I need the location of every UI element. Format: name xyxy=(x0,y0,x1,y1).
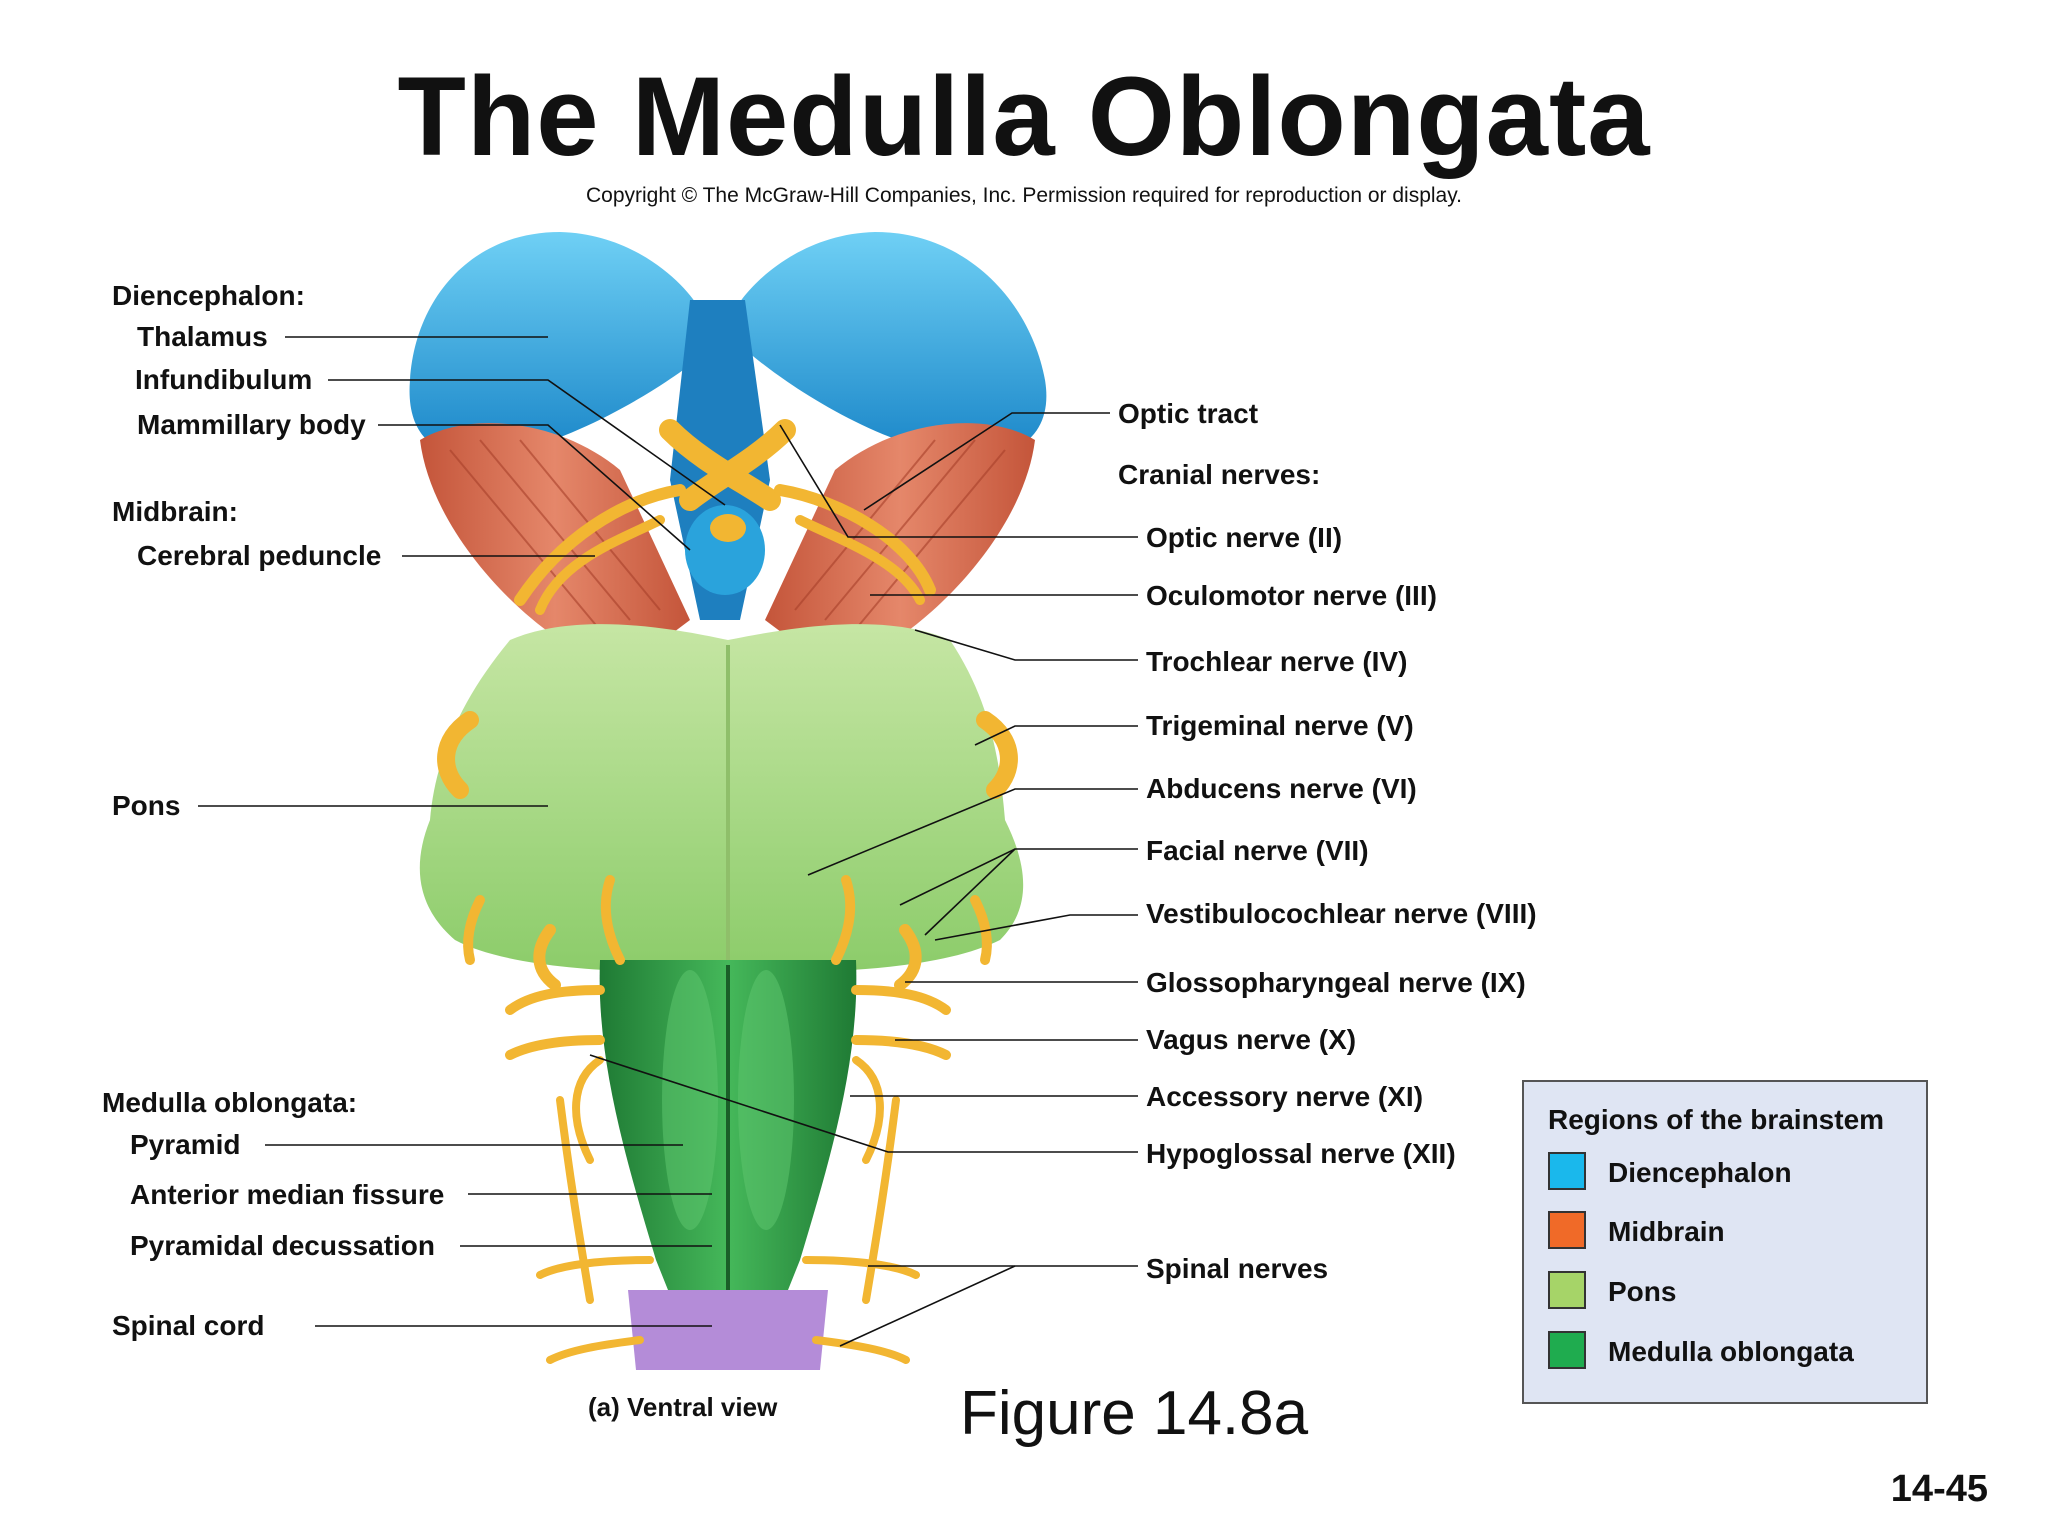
label-trochlear-nerve: Trochlear nerve (IV) xyxy=(1146,646,1408,677)
thalamus-region xyxy=(409,232,1047,620)
label-hypoglossal-nerve: Hypoglossal nerve (XII) xyxy=(1146,1138,1456,1169)
label-spinal-cord: Spinal cord xyxy=(112,1310,265,1341)
legend-box: Regions of the brainstem Diencephalon Mi… xyxy=(1522,1080,1928,1404)
label-pons: Pons xyxy=(112,790,181,821)
legend-swatch-midbrain xyxy=(1548,1211,1586,1249)
pons-region xyxy=(419,624,1024,972)
label-spinal-nerves: Spinal nerves xyxy=(1146,1253,1329,1284)
page-title: The Medulla Oblongata xyxy=(397,54,1651,179)
label-optic-tract: Optic tract xyxy=(1118,398,1259,429)
label-trigeminal-nerve: Trigeminal nerve (V) xyxy=(1146,710,1414,741)
legend-title: Regions of the brainstem xyxy=(1548,1104,1885,1135)
label-anterior-median-fissure: Anterior median fissure xyxy=(130,1179,445,1210)
legend-label-pons: Pons xyxy=(1608,1276,1677,1307)
label-abducens-nerve: Abducens nerve (VI) xyxy=(1146,773,1417,804)
label-glossopharyngeal-nerve: Glossopharyngeal nerve (IX) xyxy=(1146,967,1526,998)
label-accessory-nerve: Accessory nerve (XI) xyxy=(1146,1081,1424,1112)
label-cranial-nerves-heading: Cranial nerves: xyxy=(1118,459,1321,490)
spinal-cord xyxy=(628,1290,828,1370)
leader-lines xyxy=(198,336,1138,1347)
legend-swatch-diencephalon xyxy=(1548,1152,1586,1190)
legend-swatch-medulla xyxy=(1548,1331,1586,1369)
pyramid-right xyxy=(738,970,794,1230)
legend-label-medulla: Medulla oblongata xyxy=(1608,1336,1854,1367)
label-mammillary-body: Mammillary body xyxy=(137,409,366,440)
optic-chiasm xyxy=(514,419,936,615)
label-thalamus: Thalamus xyxy=(137,321,268,352)
label-pyramidal-decussation: Pyramidal decussation xyxy=(130,1230,436,1261)
label-diencephalon-heading: Diencephalon: xyxy=(112,280,305,311)
mammillary-bodies xyxy=(710,514,746,542)
label-midbrain-heading: Midbrain: xyxy=(112,496,238,527)
label-medulla-heading: Medulla oblongata: xyxy=(102,1087,358,1118)
view-label: (a) Ventral view xyxy=(588,1392,778,1422)
figure-caption: Figure 14.8a xyxy=(960,1379,1309,1448)
label-infundibulum: Infundibulum xyxy=(135,364,313,395)
label-facial-nerve: Facial nerve (VII) xyxy=(1146,835,1369,866)
slide-number: 14-45 xyxy=(1890,1468,1988,1510)
copyright-notice: Copyright © The McGraw-Hill Companies, I… xyxy=(585,184,1463,207)
legend-swatch-pons xyxy=(1548,1271,1586,1309)
label-pyramid: Pyramid xyxy=(130,1129,241,1160)
legend-label-midbrain: Midbrain xyxy=(1608,1216,1725,1247)
label-optic-nerve: Optic nerve (II) xyxy=(1146,522,1343,553)
label-cerebral-peduncle: Cerebral peduncle xyxy=(137,540,382,571)
legend-label-diencephalon: Diencephalon xyxy=(1608,1157,1792,1188)
label-vagus-nerve: Vagus nerve (X) xyxy=(1146,1024,1357,1055)
label-vestibulocochlear-nerve: Vestibulocochlear nerve (VIII) xyxy=(1146,898,1537,929)
pyramid-left xyxy=(662,970,718,1230)
label-oculomotor-nerve: Oculomotor nerve (III) xyxy=(1146,580,1437,611)
